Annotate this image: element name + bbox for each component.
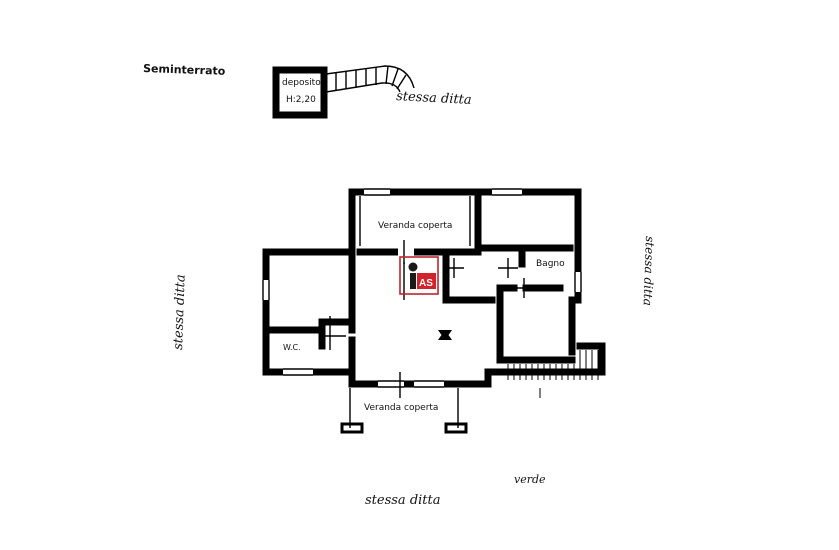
stair-hatch xyxy=(507,350,599,398)
main-floor-walls xyxy=(262,188,606,388)
curved-stair xyxy=(325,65,415,93)
wc-label: W.C. xyxy=(283,343,301,352)
stessa-ditta-top-label: stessa ditta xyxy=(396,89,472,108)
bagno-label: Bagno xyxy=(536,259,565,269)
stessa-ditta-left-label: stessa ditta xyxy=(171,274,189,350)
veranda-bottom: Veranda coperta xyxy=(340,372,468,434)
logo-frame xyxy=(399,256,439,295)
deposito-room: deposito H:2,20 xyxy=(272,66,328,119)
veranda-top-label: Veranda coperta xyxy=(378,221,452,231)
logo-dot-icon xyxy=(408,262,418,272)
stessa-ditta-right-label: stessa ditta xyxy=(641,236,657,306)
deposito-height-label: H:2,20 xyxy=(286,95,316,105)
veranda-top: Veranda coperta xyxy=(359,196,471,264)
logo-bar xyxy=(410,273,416,289)
wall-openings xyxy=(261,187,583,389)
stessa-ditta-bottom-label: stessa ditta xyxy=(365,493,441,508)
logo-text: AS xyxy=(419,278,433,289)
verde-label: verde xyxy=(514,473,546,486)
veranda-bottom-label: Veranda coperta xyxy=(364,403,438,413)
deposito-label: deposito xyxy=(282,78,321,88)
agency-logo: AS xyxy=(399,256,439,295)
main-hall-details xyxy=(322,258,534,350)
logo-red-block xyxy=(417,273,436,289)
seminterrato-label: Seminterrato xyxy=(143,62,226,78)
